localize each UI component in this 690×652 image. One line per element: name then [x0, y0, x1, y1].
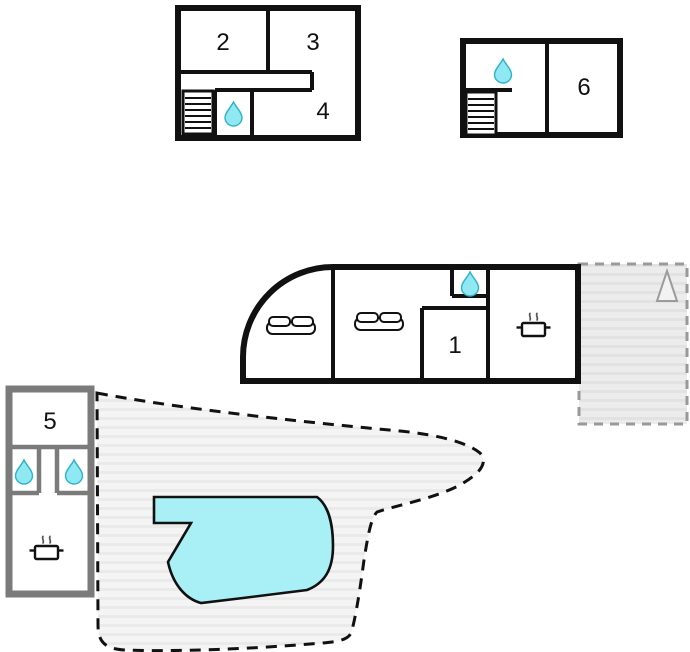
garden-area	[95, 391, 485, 652]
room-4-label: 4	[316, 98, 329, 125]
stairs-icon	[181, 89, 215, 136]
room-6-label: 6	[577, 74, 590, 101]
terrace-dashed	[577, 262, 689, 426]
north-arrow-icon	[655, 267, 679, 302]
room-2-label: 2	[216, 29, 229, 56]
room-3-label: 3	[306, 29, 319, 56]
building-upper-right: 6	[460, 38, 623, 138]
pool	[152, 495, 335, 605]
room-1-label: 1	[448, 332, 461, 359]
room-5-label: 5	[43, 408, 56, 435]
main-building: 1	[240, 264, 581, 384]
building-upper-left: 2 3 4	[175, 5, 361, 141]
annex-building-left: 5	[5, 385, 95, 598]
stairs-icon	[464, 90, 498, 137]
